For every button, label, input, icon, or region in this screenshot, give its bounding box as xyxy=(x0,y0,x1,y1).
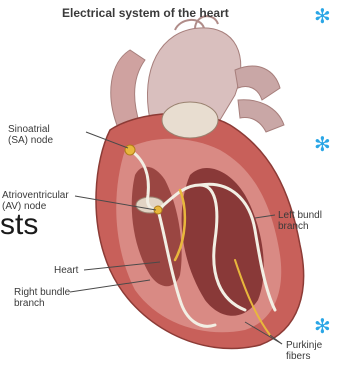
label-right-bundle: Right bundle branch xyxy=(14,287,70,309)
bullet-asterisk-icon: ✻ xyxy=(314,316,331,336)
diagram-title: Electrical system of the heart xyxy=(62,6,229,20)
bullet-asterisk-icon: ✻ xyxy=(314,134,331,154)
label-sa-node: Sinoatrial (SA) node xyxy=(8,124,53,146)
label-heart: Heart xyxy=(54,265,78,276)
heart-body xyxy=(96,102,304,348)
slide-text-fragment: sts xyxy=(0,208,38,242)
label-purkinje: Purkinje fibers xyxy=(286,340,322,362)
label-left-bundle: Left bundl branch xyxy=(278,210,322,232)
bullet-asterisk-icon: ✻ xyxy=(314,6,331,26)
